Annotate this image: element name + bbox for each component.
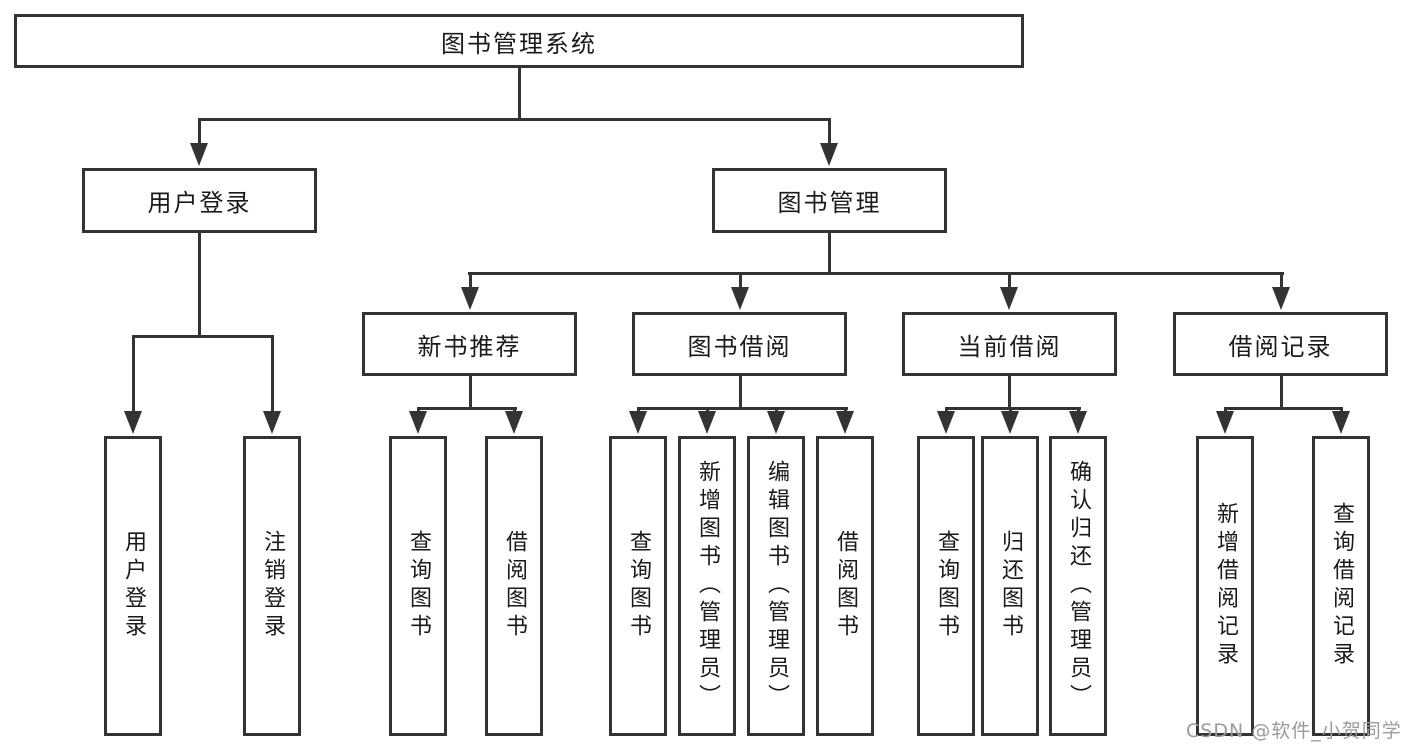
leaf-add-borrow-record: 新增借阅记录 xyxy=(1196,436,1254,736)
arrow-down-icon xyxy=(1000,287,1018,310)
arrow-down-icon xyxy=(937,411,955,434)
arrow-down-icon xyxy=(698,411,716,434)
leaf-query-book-borrow: 查询图书 xyxy=(609,436,667,736)
connector-line xyxy=(1008,375,1011,408)
connector-line xyxy=(518,67,521,120)
leaf-logout: 注销登录 xyxy=(243,436,301,736)
leaf-query-book-current: 查询图书 xyxy=(917,436,975,736)
connector-line xyxy=(1008,272,1011,290)
arrow-down-icon xyxy=(1001,411,1019,434)
connector-line xyxy=(132,335,135,415)
connector-line xyxy=(1280,272,1283,290)
connector-line xyxy=(417,407,517,410)
connector-line xyxy=(1224,407,1343,410)
leaf-add-book-admin: 新增图书（管理员） xyxy=(678,436,736,736)
arrow-down-icon xyxy=(1332,411,1350,434)
node-current-borrow: 当前借阅 xyxy=(902,312,1117,376)
arrow-down-icon xyxy=(1272,287,1290,310)
node-new-book-recommend: 新书推荐 xyxy=(362,312,577,376)
node-borrow-record: 借阅记录 xyxy=(1173,312,1388,376)
watermark: CSDN @软件_小贺同学 xyxy=(1186,720,1402,742)
connector-line xyxy=(1280,375,1283,408)
connector-line xyxy=(271,335,274,415)
leaf-query-book-recommend: 查询图书 xyxy=(389,436,447,736)
node-book-management: 图书管理 xyxy=(712,168,947,233)
connector-line xyxy=(469,375,472,408)
connector-line xyxy=(739,375,742,408)
connector-line xyxy=(198,232,201,337)
connector-line xyxy=(198,118,831,121)
connector-line xyxy=(198,118,201,146)
leaf-borrow-book-recommend: 借阅图书 xyxy=(485,436,543,736)
leaf-edit-book-admin: 编辑图书（管理员） xyxy=(747,436,805,736)
arrow-down-icon xyxy=(461,287,479,310)
connector-line xyxy=(132,335,274,338)
connector-line xyxy=(828,232,831,274)
connector-line xyxy=(637,407,848,410)
arrow-down-icon xyxy=(190,143,208,166)
arrow-down-icon xyxy=(124,411,142,434)
arrow-down-icon xyxy=(629,411,647,434)
connector-line xyxy=(468,272,1284,275)
arrow-down-icon xyxy=(1216,411,1234,434)
connector-line xyxy=(469,272,472,290)
leaf-user-login: 用户登录 xyxy=(104,436,162,736)
node-library-system: 图书管理系统 xyxy=(14,14,1024,68)
leaf-query-borrow-record: 查询借阅记录 xyxy=(1312,436,1370,736)
leaf-borrow-book: 借阅图书 xyxy=(816,436,874,736)
arrow-down-icon xyxy=(1069,411,1087,434)
node-book-borrow: 图书借阅 xyxy=(632,312,847,376)
arrow-down-icon xyxy=(409,411,427,434)
connector-line xyxy=(828,118,831,146)
arrow-down-icon xyxy=(731,287,749,310)
arrow-down-icon xyxy=(836,411,854,434)
connector-line xyxy=(739,272,742,290)
arrow-down-icon xyxy=(820,143,838,166)
connector-line xyxy=(945,407,1081,410)
leaf-return-book: 归还图书 xyxy=(981,436,1039,736)
arrow-down-icon xyxy=(767,411,785,434)
leaf-confirm-return-admin: 确认归还（管理员） xyxy=(1049,436,1107,736)
arrow-down-icon xyxy=(505,411,523,434)
node-user-login: 用户登录 xyxy=(82,168,317,233)
arrow-down-icon xyxy=(263,411,281,434)
